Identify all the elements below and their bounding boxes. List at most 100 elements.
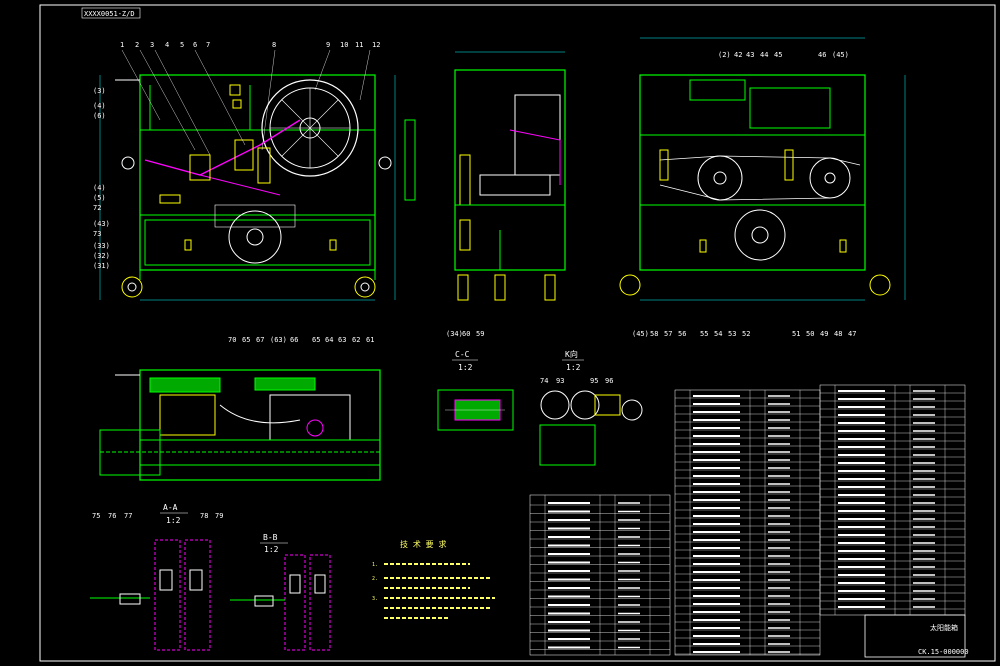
callout: 70	[228, 336, 236, 344]
callout: 60	[462, 330, 470, 338]
callout: 43	[746, 51, 754, 59]
front-left-callouts: (3) (4) (6) (4) (5) 72 (43) 73 (33) (32)…	[93, 87, 110, 270]
table-cell	[819, 384, 966, 616]
tech-req-item: 1.	[372, 562, 378, 568]
callout: 65	[242, 336, 250, 344]
callout: (45)	[832, 51, 849, 59]
section-cc-title: C-C	[455, 350, 470, 359]
main-view-part-numbers: 1 2 3 4 5 6 7 8 9 10 11 12	[120, 41, 380, 49]
part-number: 2	[135, 41, 139, 49]
part-number: 12	[372, 41, 380, 49]
callout: 78	[200, 512, 208, 520]
callout: 55	[700, 330, 708, 338]
section-cc-scale: 1:2	[458, 363, 473, 372]
right-view-top-callouts: (2) 42 43 44 45 46 (45)	[718, 51, 849, 59]
part-number: 3	[150, 41, 154, 49]
callout: (45)	[632, 330, 649, 338]
table-cell	[674, 389, 821, 656]
callout: 42	[734, 51, 742, 59]
callout: 61	[366, 336, 374, 344]
callout: 75	[92, 512, 100, 520]
section-aa-scale: 1:2	[166, 516, 181, 525]
section-aa-title: A-A	[163, 503, 178, 512]
pulley-left	[697, 155, 743, 201]
callout: 45	[774, 51, 782, 59]
callout: 79	[215, 512, 223, 520]
section-k: K向 1:2 74 93 95 96	[539, 349, 643, 466]
callout: 95	[590, 377, 598, 385]
callout: 76	[108, 512, 116, 520]
part-number: 5	[180, 41, 184, 49]
callout: 49	[820, 330, 828, 338]
callout: 57	[664, 330, 672, 338]
plan-view	[99, 369, 381, 481]
part-number: 4	[165, 41, 169, 49]
callout: (34)	[446, 330, 463, 338]
callout: 96	[605, 377, 613, 385]
callout: (4)	[93, 184, 106, 192]
callout: 66	[290, 336, 298, 344]
part-number: 6	[193, 41, 197, 49]
part-number: 9	[326, 41, 330, 49]
callout: 54	[714, 330, 722, 338]
right-view	[619, 37, 906, 301]
motor-right	[734, 209, 786, 261]
sheet-code-box	[81, 7, 141, 19]
callout: (33)	[93, 242, 110, 250]
part-number: 11	[355, 41, 363, 49]
section-bb: B-B 1:2	[230, 533, 331, 651]
pulley-right	[809, 157, 851, 199]
section-k-title: K向	[565, 349, 578, 359]
tech-req-title: 技 术 要 求	[400, 539, 446, 549]
callout: (4)	[93, 102, 106, 110]
callout: 48	[834, 330, 842, 338]
callout: (3)	[93, 87, 106, 95]
callout: 59	[476, 330, 484, 338]
wheel-right	[354, 276, 376, 298]
callout: 72	[93, 204, 101, 212]
callout: 53	[728, 330, 736, 338]
callout: 46	[818, 51, 826, 59]
callout: 58	[650, 330, 658, 338]
parts-list	[529, 384, 966, 656]
callout: (32)	[93, 252, 110, 260]
callout: 63	[338, 336, 346, 344]
callout: 47	[848, 330, 856, 338]
tech-req-item: 2.	[372, 576, 378, 582]
title-block-name: 太阳能箱	[930, 623, 958, 632]
callout: 62	[352, 336, 360, 344]
callout: 65	[312, 336, 320, 344]
wheel-left	[121, 276, 143, 298]
section-aa: A-A 1:2 75 76 77 78 79	[90, 503, 223, 651]
callout: 93	[556, 377, 564, 385]
title-block-drawing-no: CK.15-000000	[918, 648, 969, 656]
title-block: 太阳能箱 CK.15-000000	[864, 614, 969, 658]
callout: 64	[325, 336, 333, 344]
callout: 44	[760, 51, 768, 59]
callout: (6)	[93, 112, 106, 120]
callout: (5)	[93, 194, 106, 202]
callout: (2)	[718, 51, 731, 59]
callout: 77	[124, 512, 132, 520]
sheet-border	[39, 4, 996, 662]
callout: 56	[678, 330, 686, 338]
front-view	[99, 49, 396, 301]
callout: (43)	[93, 220, 110, 228]
part-number: 1	[120, 41, 124, 49]
side-view	[404, 51, 566, 301]
side-bottom-callouts: (34) 60 59	[446, 330, 484, 338]
tech-requirements: 技 术 要 求 1. 2. 3.	[372, 539, 495, 619]
callout: 50	[806, 330, 814, 338]
plan-callouts: 70 65 67 (63) 66 65 64 63 62 61	[228, 336, 374, 344]
callout: (31)	[93, 262, 110, 270]
part-number: 7	[206, 41, 210, 49]
part-number: 8	[272, 41, 276, 49]
callout: (63)	[270, 336, 287, 344]
callout: 51	[792, 330, 800, 338]
reel-wheel	[261, 79, 359, 177]
callout: 74	[540, 377, 548, 385]
callout: 67	[256, 336, 264, 344]
section-bb-scale: 1:2	[264, 545, 279, 554]
motor	[228, 210, 282, 264]
